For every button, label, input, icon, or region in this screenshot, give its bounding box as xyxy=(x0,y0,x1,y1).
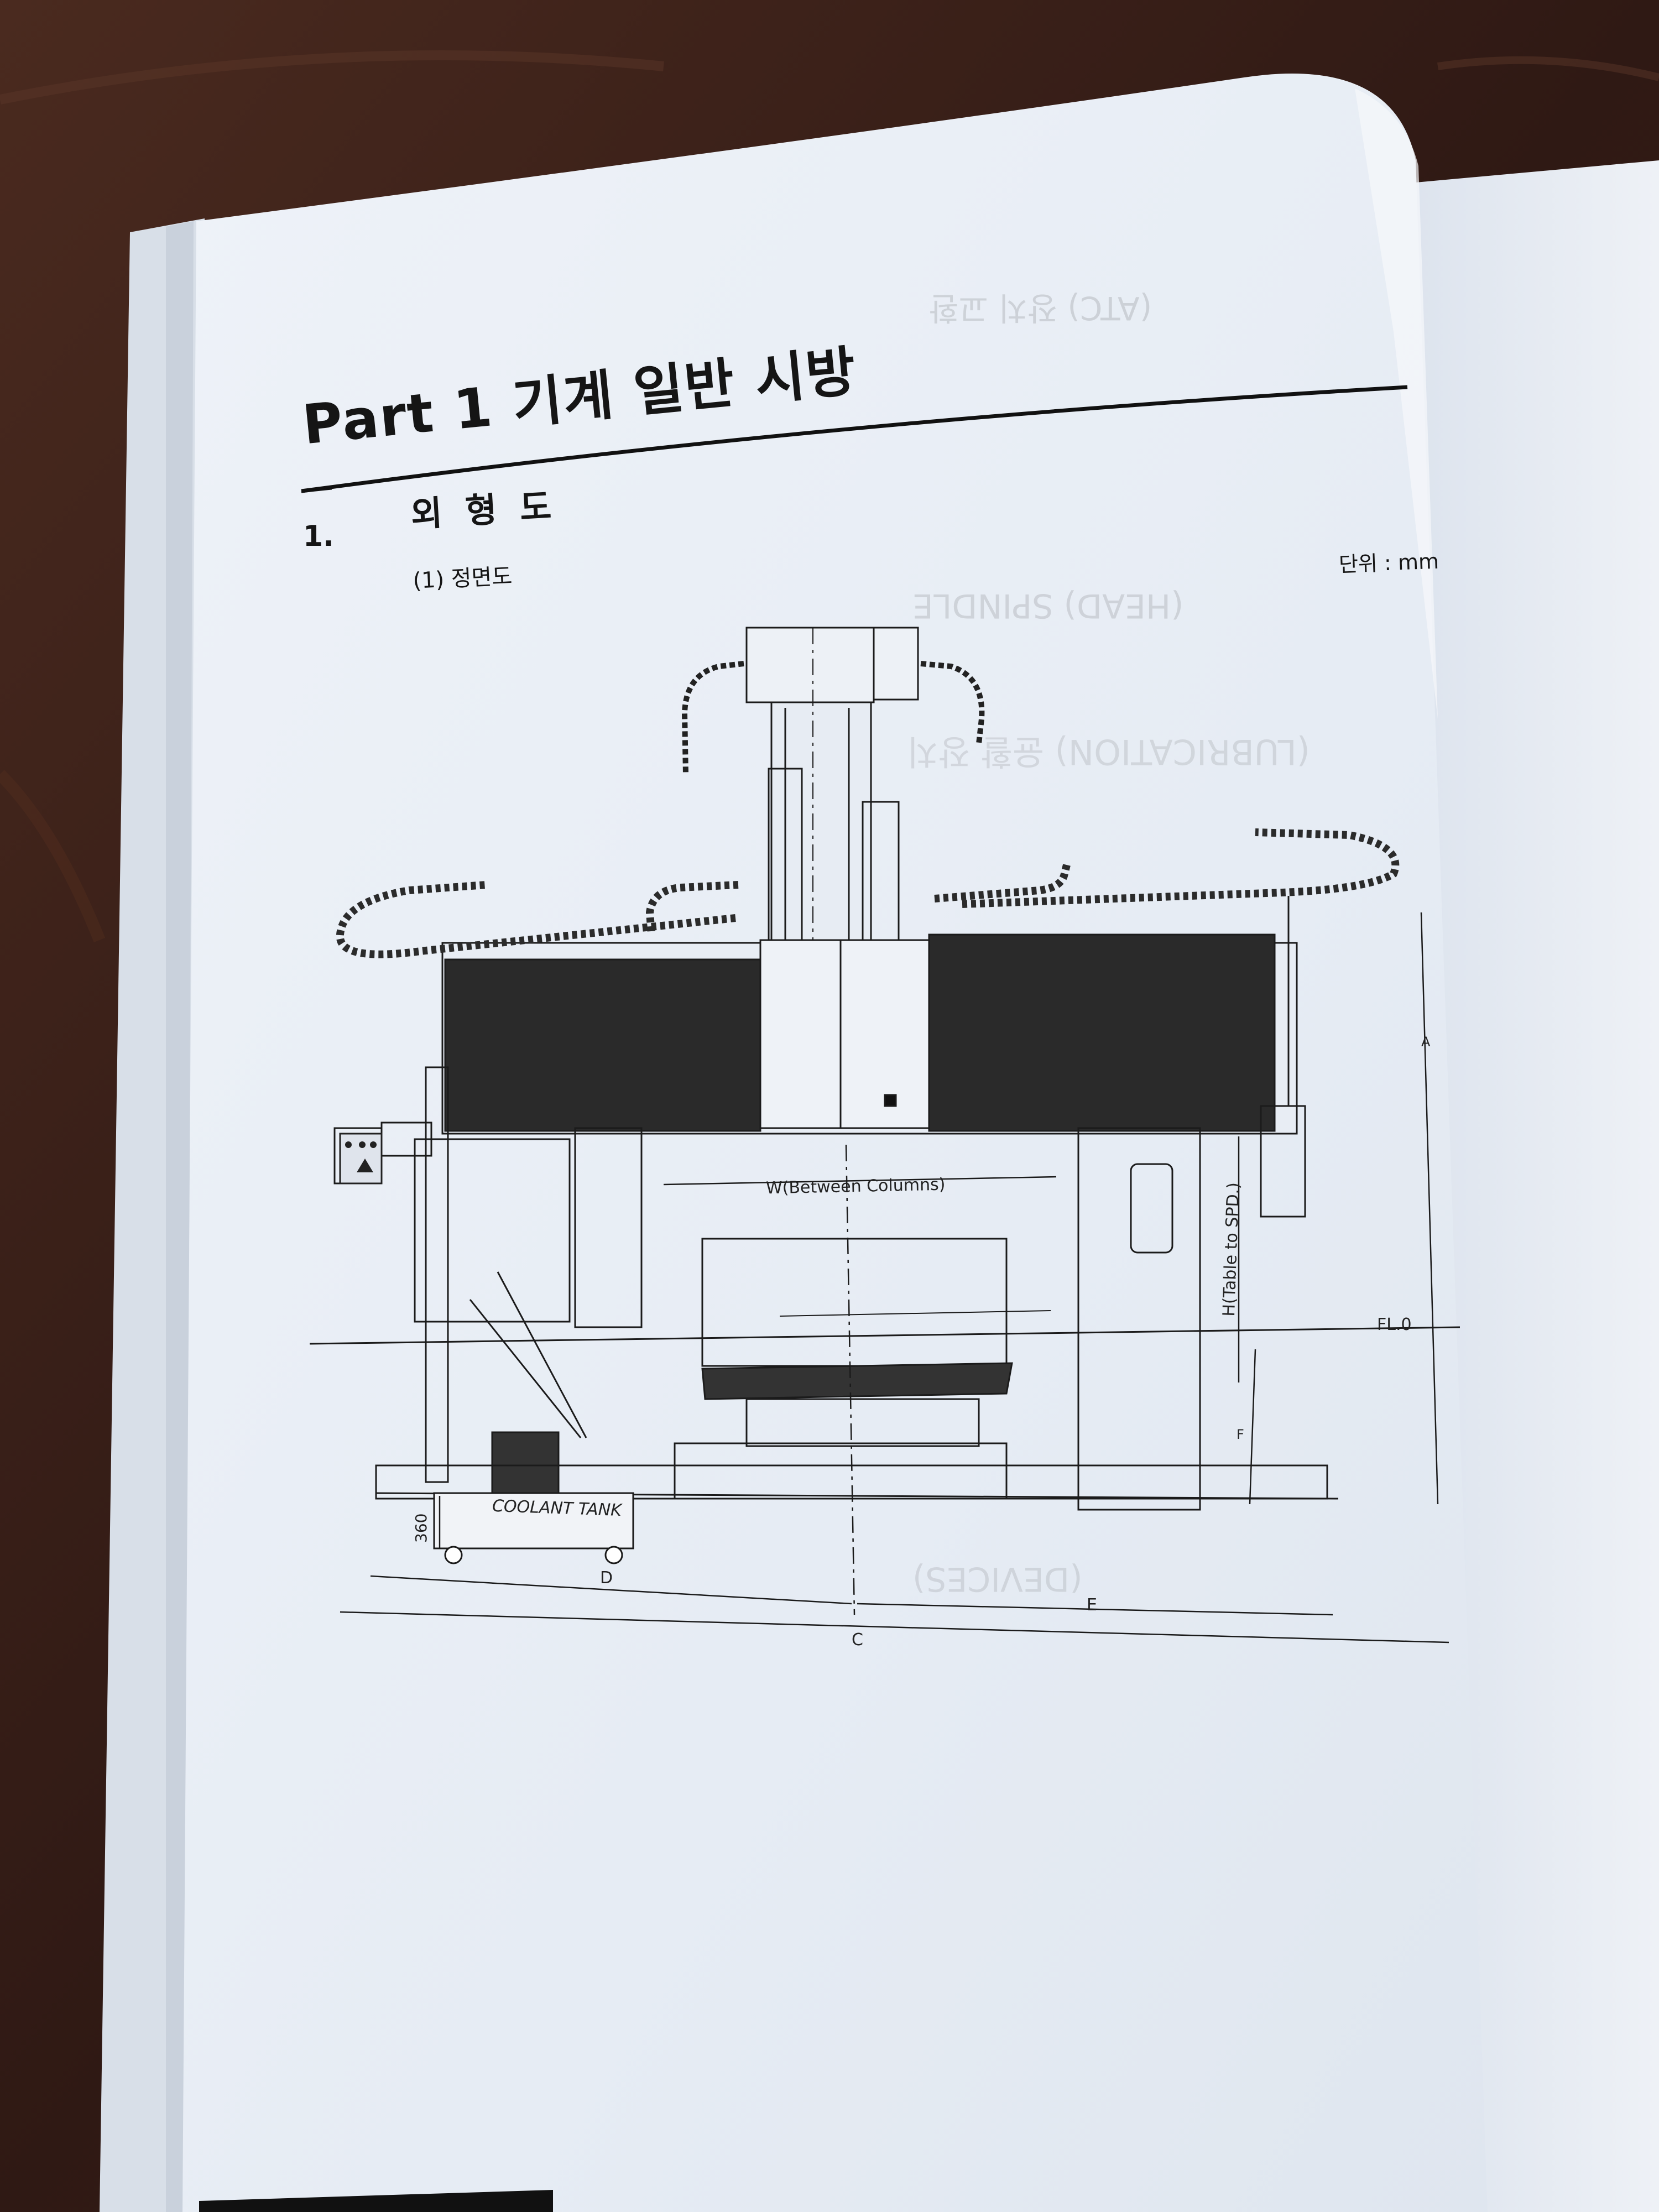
cable-chain-top xyxy=(681,661,985,775)
dimension-d-label: D xyxy=(600,1568,613,1588)
dimension-a-label: A xyxy=(1421,1034,1431,1050)
main-page xyxy=(182,74,1488,2212)
control-panel xyxy=(339,1133,383,1185)
left-column xyxy=(333,1066,643,1494)
dimension-c-label: C xyxy=(852,1630,863,1650)
dimension-e-label: E xyxy=(1087,1595,1097,1615)
cable-chain xyxy=(336,828,1400,958)
tank-height-label: 360 xyxy=(412,1513,430,1543)
section-number: 1. xyxy=(303,520,334,553)
coolant-tank xyxy=(433,1492,634,1564)
dimension-f-label: F xyxy=(1237,1427,1244,1442)
dimension-lines xyxy=(340,912,1449,1644)
cross-rail xyxy=(441,933,1298,1135)
floor-level-line xyxy=(309,1326,1460,1345)
adjacent-page xyxy=(1416,160,1659,2212)
floor-level-label: FL.0 xyxy=(1377,1315,1412,1334)
header-rule xyxy=(301,385,1408,493)
between-columns-label: W(Between Columns) xyxy=(765,1175,946,1198)
spindle-ram xyxy=(745,627,919,941)
right-column xyxy=(1077,896,1306,1511)
